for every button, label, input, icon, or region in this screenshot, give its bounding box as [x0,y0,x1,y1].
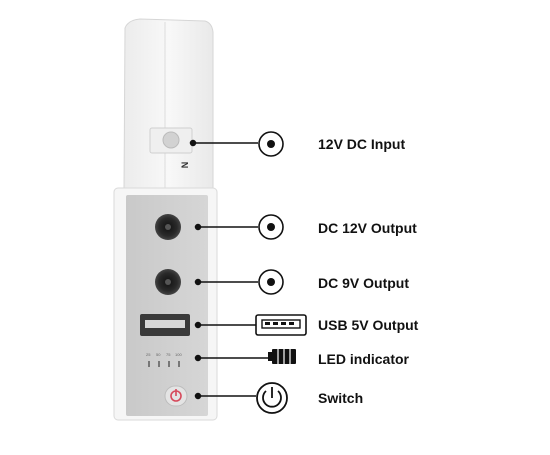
dc-12v-pin [165,224,171,230]
label-dc-12v-output: DC 12V Output [318,220,417,236]
led-label: 50 [156,352,161,357]
device-front-face [126,195,208,416]
led-row [148,361,180,367]
battery-icon [268,349,296,364]
label-switch: Switch [318,390,364,406]
usb-tongue [145,320,185,328]
input-jack [162,131,180,149]
power-icon [256,382,288,414]
label-led-indicator: LED indicator [318,351,410,367]
device-top-body [123,18,214,191]
led-label: 75 [166,352,171,357]
label-dc-9v-output: DC 9V Output [318,275,409,291]
dc-jack-icon [258,269,284,295]
led-label: 25 [146,352,151,357]
callout-lines [189,139,268,400]
dc-9v-pin [165,279,171,285]
usb-port-icon [255,314,307,336]
label-dc-input: 12V DC Input [318,136,406,152]
dc-jack-icon [258,131,284,157]
led-label: 100 [175,352,182,357]
port-marking: N [179,161,190,169]
label-usb-5v-output: USB 5V Output [318,317,419,333]
dc-jack-icon [258,214,284,240]
